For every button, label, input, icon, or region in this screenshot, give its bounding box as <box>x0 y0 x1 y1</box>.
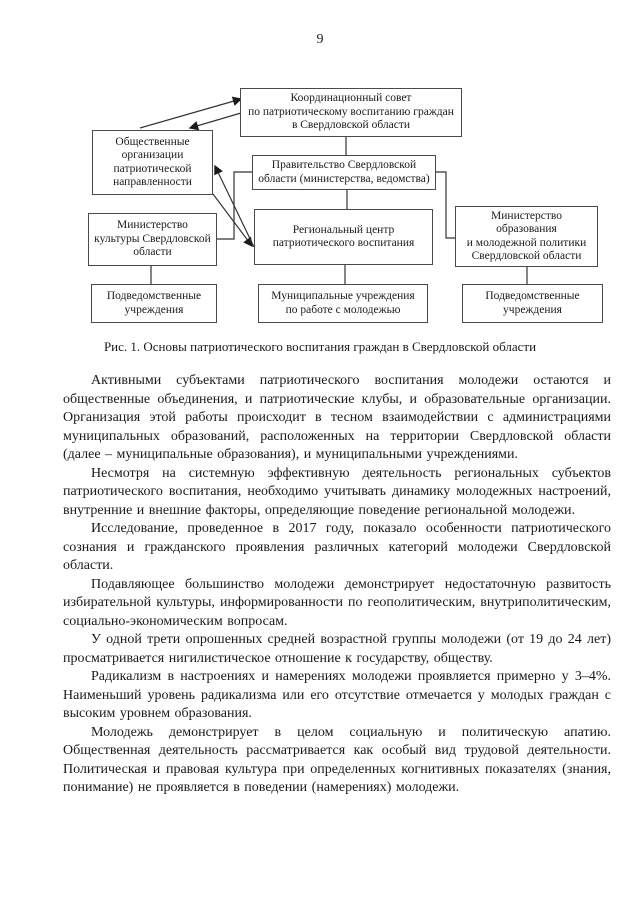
arrow-public-to-council <box>139 96 243 129</box>
paragraph-active-subjects: Активными субъектами патриотического вос… <box>63 373 611 462</box>
node-municipal-institutions: Муниципальные учреждения по работе с мол… <box>258 284 428 323</box>
node-regional-center: Региональный центр патриотического воспи… <box>254 209 433 265</box>
arrow-public-to-regional-center <box>212 193 253 248</box>
org-chart: Координационный совет по патриотическому… <box>0 0 640 332</box>
node-subordinate-institutions-right: Подведомственные учреждения <box>462 284 603 323</box>
node-subordinate-institutions-left: Подведомственные учреждения <box>91 284 217 323</box>
node-education-ministry: Министерство образования и молодежной по… <box>455 206 598 267</box>
node-public-organizations: Общественные организации патриотической … <box>92 130 213 195</box>
node-culture-ministry: Министерство культуры Свердловской облас… <box>88 213 217 266</box>
paragraph-radicalism: Радикализм в настроениях и намерениях мо… <box>63 669 611 721</box>
paragraph-electoral-culture: Подавляющее большинство молодежи демонст… <box>63 576 611 629</box>
arrow-council-to-public <box>188 112 242 131</box>
arrow-regional-center-to-public <box>214 164 255 248</box>
paragraph-apathy: Молодежь демонстрирует в целом социальну… <box>63 724 611 796</box>
node-coordination-council: Координационный совет по патриотическому… <box>240 88 462 137</box>
connector-lines <box>139 96 528 284</box>
node-government: Правительство Свердловской области (мини… <box>252 155 436 190</box>
page-number: 9 <box>316 32 324 47</box>
figure-caption: Рис. 1. Основы патриотического воспитани… <box>103 339 537 354</box>
paragraph-nihilism: У одной трети опрошенных средней возраст… <box>63 632 611 666</box>
body-text: Активными субъектами патриотического вос… <box>63 372 611 798</box>
paragraph-despite-activity: Несмотря на системную эффективную деятел… <box>63 465 611 518</box>
elbow-government-to-education <box>436 171 455 239</box>
paragraph-research-2017: Исследование, проведенное в 2017 году, п… <box>63 521 611 573</box>
